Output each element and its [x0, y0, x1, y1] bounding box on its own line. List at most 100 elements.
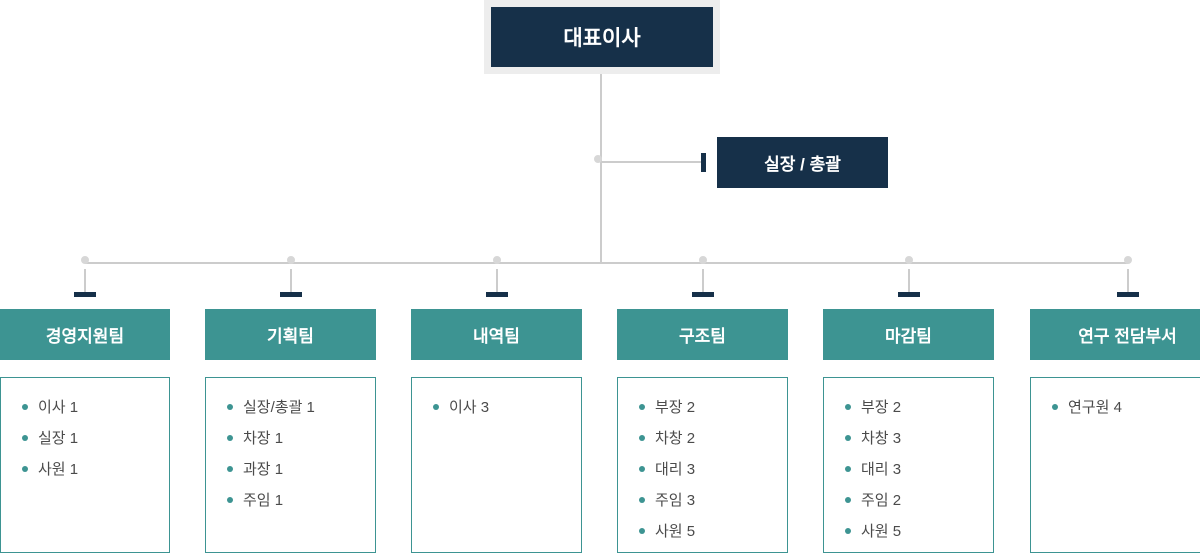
team-column: 경영지원팀 이사 1 실장 1 사원 1: [0, 0, 170, 555]
member-box: 연구원 4: [1030, 377, 1200, 553]
member-box: 실장/총괄 1 차장 1 과장 1 주임 1: [205, 377, 376, 553]
team-tick-bar: [897, 292, 920, 297]
team-label: 내역팀: [473, 327, 520, 346]
bullet-icon: [227, 465, 233, 472]
team-header: 경영지원팀: [0, 309, 170, 360]
bullet-icon: [639, 434, 645, 441]
team-column: 내역팀 이사 3: [411, 0, 582, 555]
junction-dot: [1123, 256, 1132, 264]
junction-dot: [698, 256, 707, 264]
drop-line: [495, 269, 498, 293]
member-item: 실장 1: [1, 422, 169, 453]
member-label: 대리 3: [861, 461, 902, 478]
team-tick-bar: [485, 292, 508, 297]
member-label: 부장 2: [861, 399, 902, 416]
team-column: 마감팀 부장 2 차창 3 대리 3 주임 2 사원 5: [823, 0, 994, 555]
team-header: 기획팀: [205, 309, 376, 360]
member-item: 주임 3: [618, 484, 787, 515]
member-item: 이사 1: [1, 391, 169, 422]
member-box: 이사 1 실장 1 사원 1: [0, 377, 170, 553]
junction-dot: [286, 256, 295, 264]
member-item: 주임 2: [824, 484, 993, 515]
ceo-box: 대표이사: [484, 0, 720, 74]
bullet-icon: [639, 403, 645, 410]
team-tick-bar: [279, 292, 302, 297]
member-label: 연구원 4: [1068, 399, 1122, 416]
connector-main-hline: [85, 262, 1128, 264]
member-label: 부장 2: [655, 399, 696, 416]
member-label: 차창 2: [655, 430, 696, 447]
junction-dot: [492, 256, 501, 264]
connector-trunk-line: [600, 74, 602, 264]
team-label: 마감팀: [885, 327, 932, 346]
member-label: 사원 5: [655, 523, 696, 540]
member-label: 주임 2: [861, 492, 902, 509]
member-item: 실장/총괄 1: [206, 391, 375, 422]
bullet-icon: [639, 465, 645, 472]
member-box: 부장 2 차창 2 대리 3 주임 3 사원 5: [617, 377, 788, 553]
member-item: 대리 3: [824, 453, 993, 484]
drop-line: [907, 269, 910, 293]
bullet-icon: [227, 434, 233, 441]
drop-line: [84, 269, 86, 293]
team-header: 내역팀: [411, 309, 582, 360]
member-item: 연구원 4: [1031, 391, 1200, 422]
member-label: 사원 5: [861, 523, 902, 540]
member-item: 사원 5: [824, 515, 993, 546]
team-column: 기획팀 실장/총괄 1 차장 1 과장 1 주임 1: [205, 0, 376, 555]
assistant-box: 실장 / 총괄: [717, 137, 888, 188]
member-box: 부장 2 차창 3 대리 3 주임 2 사원 5: [823, 377, 994, 553]
bullet-icon: [639, 527, 645, 534]
team-header: 연구 전담부서: [1030, 309, 1200, 360]
bullet-icon: [227, 496, 233, 503]
bullet-icon: [845, 527, 851, 534]
member-label: 대리 3: [655, 461, 696, 478]
team-tick-bar: [691, 292, 714, 297]
team-tick-bar: [74, 292, 96, 297]
team-column: 구조팀 부장 2 차창 2 대리 3 주임 3 사원 5: [617, 0, 788, 555]
bullet-icon: [845, 434, 851, 441]
ceo-box-inner: 대표이사: [491, 7, 713, 67]
member-label: 차장 1: [243, 430, 284, 447]
connector-assistant-hline: [601, 161, 706, 163]
member-item: 주임 1: [206, 484, 375, 515]
team-tick-bar: [1116, 292, 1139, 297]
junction-dot: [594, 155, 602, 163]
member-box: 이사 3: [411, 377, 582, 553]
member-item: 차창 2: [618, 422, 787, 453]
ceo-label: 대표이사: [563, 27, 641, 50]
member-item: 과장 1: [206, 453, 375, 484]
drop-line: [1126, 269, 1129, 293]
team-header: 마감팀: [823, 309, 994, 360]
member-label: 과장 1: [243, 461, 284, 478]
member-label: 이사 3: [449, 399, 490, 416]
bullet-icon: [845, 496, 851, 503]
junction-dot: [81, 256, 89, 264]
bullet-icon: [22, 403, 28, 410]
member-item: 사원 5: [618, 515, 787, 546]
team-label: 기획팀: [267, 327, 314, 346]
team-header: 구조팀: [617, 309, 788, 360]
team-label: 구조팀: [679, 327, 726, 346]
member-label: 차창 3: [861, 430, 902, 447]
member-label: 주임 1: [243, 492, 284, 509]
member-label: 주임 3: [655, 492, 696, 509]
bullet-icon: [22, 434, 28, 441]
bullet-icon: [1052, 403, 1058, 410]
member-label: 이사 1: [38, 399, 79, 416]
member-label: 실장 1: [38, 430, 79, 447]
member-label: 사원 1: [38, 461, 79, 478]
assistant-label: 실장 / 총괄: [764, 155, 841, 174]
drop-line: [289, 269, 292, 293]
bullet-icon: [227, 403, 233, 410]
member-item: 차장 1: [206, 422, 375, 453]
bullet-icon: [845, 403, 851, 410]
member-item: 사원 1: [1, 453, 169, 484]
member-item: 부장 2: [618, 391, 787, 422]
bullet-icon: [639, 496, 645, 503]
assistant-tick-bar: [701, 153, 706, 172]
junction-dot: [904, 256, 913, 264]
bullet-icon: [845, 465, 851, 472]
bullet-icon: [433, 403, 439, 410]
